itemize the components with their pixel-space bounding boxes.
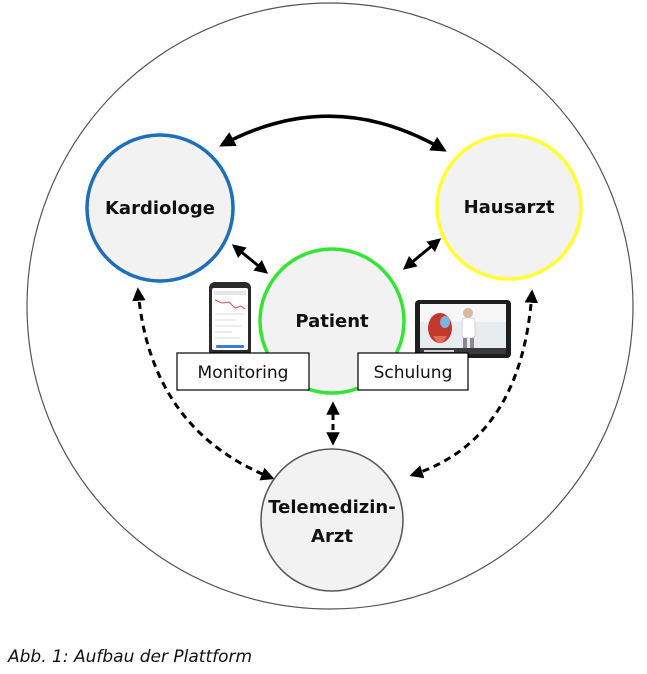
telemedizin-label-line2: Arzt [311, 526, 353, 547]
hausarzt-circle [435, 133, 583, 281]
node-telemedizin-arzt: Telemedizin- Arzt [260, 448, 404, 592]
telemedizin-label-line1: Telemedizin- [268, 497, 395, 518]
telemedizin-circle [260, 448, 404, 592]
tablet-video-icon [415, 300, 511, 358]
arrow-kardiologe-telemedizin [132, 287, 275, 481]
hausarzt-label: Hausarzt [464, 197, 555, 218]
patient-label: Patient [295, 311, 369, 332]
monitoring-box: Monitoring [176, 352, 310, 391]
kardiologe-circle [85, 133, 235, 283]
arrow-kardiologe-patient [231, 244, 269, 274]
monitoring-box-frame [176, 352, 310, 391]
arrow-kardiologe-hausarzt [219, 114, 447, 152]
node-hausarzt: Hausarzt [435, 133, 583, 281]
smartphone-icon [209, 282, 251, 357]
figure-caption: Abb. 1: Aufbau der Plattform [8, 647, 253, 667]
arrow-hausarzt-patient [402, 238, 442, 270]
schulung-box-frame [357, 352, 469, 391]
monitoring-label: Monitoring [198, 363, 289, 383]
schulung-box: Schulung [357, 352, 469, 391]
schulung-label: Schulung [374, 363, 453, 383]
kardiologe-label: Kardiologe [105, 198, 215, 219]
arrow-hausarzt-telemedizin [409, 289, 539, 479]
node-kardiologe: Kardiologe [85, 133, 235, 283]
